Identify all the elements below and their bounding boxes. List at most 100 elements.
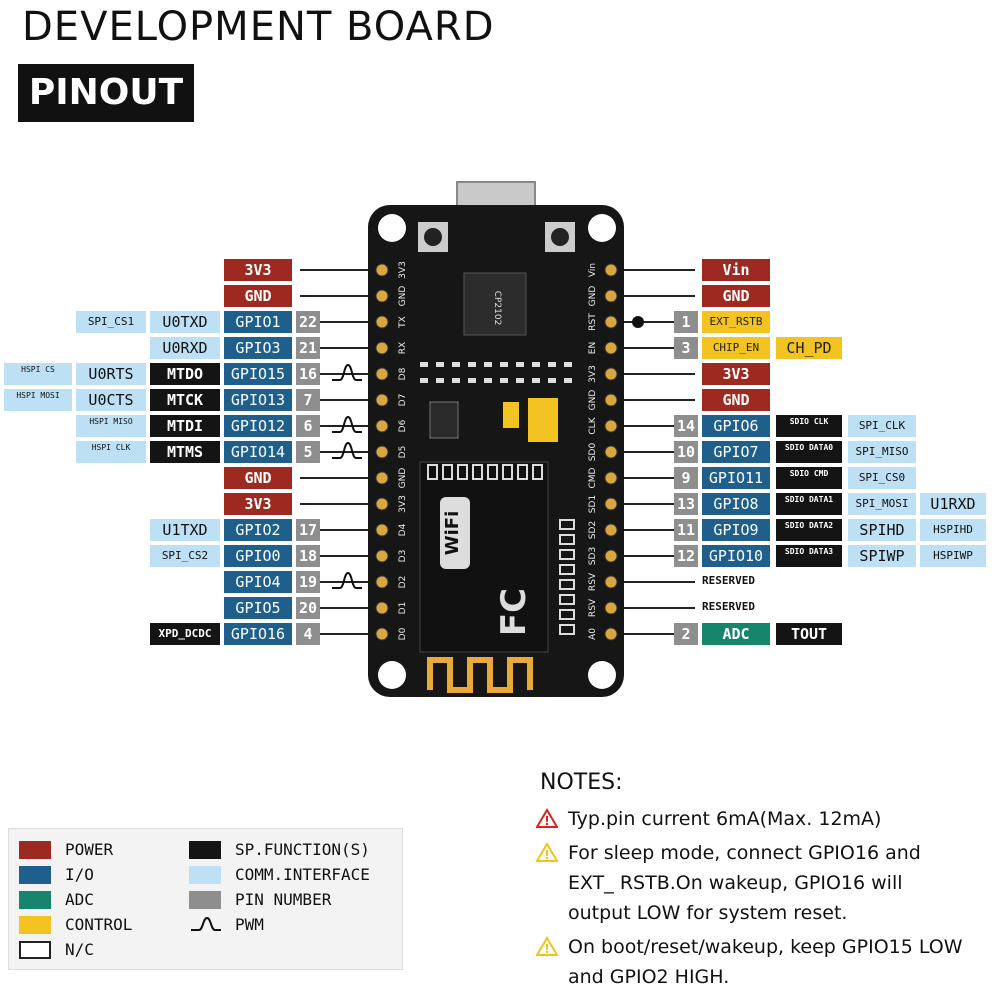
special-function-label: MTDO (150, 363, 220, 385)
pin-number: 21 (296, 337, 320, 359)
silk-left-11: D3 (398, 550, 408, 563)
castellated-pad (442, 464, 453, 480)
gpio-label: GPIO10 (702, 545, 770, 567)
connection-dot (632, 316, 644, 328)
header-pin-left (375, 445, 389, 459)
silk-left-5: D7 (398, 394, 408, 407)
header-pin-left (375, 497, 389, 511)
reserved-label: RESERVED (702, 574, 755, 587)
power-label: 3V3 (702, 363, 770, 385)
pin-number: 17 (296, 519, 320, 541)
header-pin-left (375, 367, 389, 381)
pwm-wave-icon (332, 363, 362, 381)
castellated-pad (517, 464, 528, 480)
silk-right-4: 3V3 (588, 365, 598, 383)
comm-interface-label: SPI_MOSI (848, 493, 916, 515)
silk-left-10: D4 (398, 523, 408, 536)
comm-interface-label: SPI_CS1 (76, 311, 146, 333)
legend-swatch (189, 866, 221, 884)
castellated-pad (559, 624, 575, 635)
mounting-hole (378, 214, 406, 242)
silk-right-0: Vin (588, 263, 598, 277)
smd-pad (500, 362, 508, 367)
power-label: 3V3 (224, 493, 292, 515)
special-function-label: SDIO CLK (776, 415, 842, 437)
gpio-label: GPIO6 (702, 415, 770, 437)
pin-number: 9 (674, 467, 698, 489)
pwm-wave-icon (332, 441, 362, 459)
header-pin-right (604, 549, 618, 563)
note-line: For sleep mode, connect GPIO16 and (568, 842, 921, 864)
header-pin-left (375, 627, 389, 641)
smd-pad (484, 362, 492, 367)
comm-interface-label: HSPI MOSI (4, 389, 72, 411)
smd-pad (452, 362, 460, 367)
header-pin-right (604, 393, 618, 407)
gpio-label: GPIO14 (224, 441, 292, 463)
silk-left-9: 3V3 (398, 495, 408, 513)
power-label: 3V3 (224, 259, 292, 281)
mounting-hole (588, 214, 616, 242)
gpio-label: GPIO12 (224, 415, 292, 437)
legend-label: COMM.INTERFACE (235, 865, 370, 884)
page-subtitle: PINOUT (28, 72, 184, 113)
special-function-label: SDIO DATA2 (776, 519, 842, 541)
nodemcu-board: CP2102WiFiFC3V3GNDTXRXD8D7D6D5GND3V3D4D3… (368, 181, 624, 697)
notes-title: NOTES: (540, 770, 623, 795)
fc-logo: FC (494, 588, 534, 636)
header-pin-left (375, 575, 389, 589)
silk-right-5: GND (588, 390, 598, 411)
header-pin-right (604, 471, 618, 485)
header-pin-left (375, 523, 389, 537)
adc-label: ADC (702, 623, 770, 645)
note-line: Typ.pin current 6mA(Max. 12mA) (568, 808, 882, 830)
comm-interface-label: HSPI MISO (76, 415, 146, 437)
silk-right-3: EN (588, 342, 598, 354)
special-function-label: SDIO DATA3 (776, 545, 842, 567)
silk-right-1: GND (588, 286, 598, 307)
power-label: GND (224, 467, 292, 489)
special-function-label: TOUT (776, 623, 842, 645)
pin-number: 14 (674, 415, 698, 437)
regulator (429, 401, 459, 439)
dev-board-diagram: CP2102WiFiFC3V3GNDTXRXD8D7D6D5GND3V3D4D3… (300, 181, 695, 697)
pin-number: 19 (296, 571, 320, 593)
comm-interface-label: HSPI CS (4, 363, 72, 385)
silk-right-6: CLK (588, 416, 598, 434)
comm-interface-label: U1TXD (150, 519, 220, 541)
header-pin-right (604, 445, 618, 459)
comm-interface-label: SPI_CS0 (848, 467, 916, 489)
comm-interface-label: SPIWP (848, 545, 916, 567)
note-line: EXT_ RSTB.On wakeup, GPIO16 will (568, 872, 903, 894)
pin-number: 1 (674, 311, 698, 333)
castellated-pad (559, 519, 575, 530)
gpio-label: GPIO16 (224, 623, 292, 645)
smd-pad (532, 378, 540, 383)
pin-number: 11 (674, 519, 698, 541)
comm-interface-label: U0TXD (150, 311, 220, 333)
pin-number: 2 (674, 623, 698, 645)
comm-interface-label: U0RXD (150, 337, 220, 359)
silk-left-4: D8 (398, 367, 408, 380)
legend-swatch (19, 916, 51, 934)
pin-number: 13 (674, 493, 698, 515)
silk-left-2: TX (398, 316, 408, 329)
legend-label: PIN NUMBER (235, 890, 332, 909)
castellated-pad (487, 464, 498, 480)
comm-interface-label: HSPIHD (920, 519, 986, 541)
castellated-pad (427, 464, 438, 480)
silk-left-14: D0 (398, 627, 408, 640)
smd-pad (436, 362, 444, 367)
header-pin-right (604, 263, 618, 277)
smd-pad (516, 378, 524, 383)
castellated-pad (559, 609, 575, 620)
pin-number: 6 (296, 415, 320, 437)
castellated-pad (559, 579, 575, 590)
power-label: GND (702, 389, 770, 411)
page-title: DEVELOPMENT BOARD (22, 4, 495, 50)
gpio-label: GPIO1 (224, 311, 292, 333)
header-pin-left (375, 263, 389, 277)
capacitor-small (503, 402, 519, 428)
header-pin-right (604, 497, 618, 511)
